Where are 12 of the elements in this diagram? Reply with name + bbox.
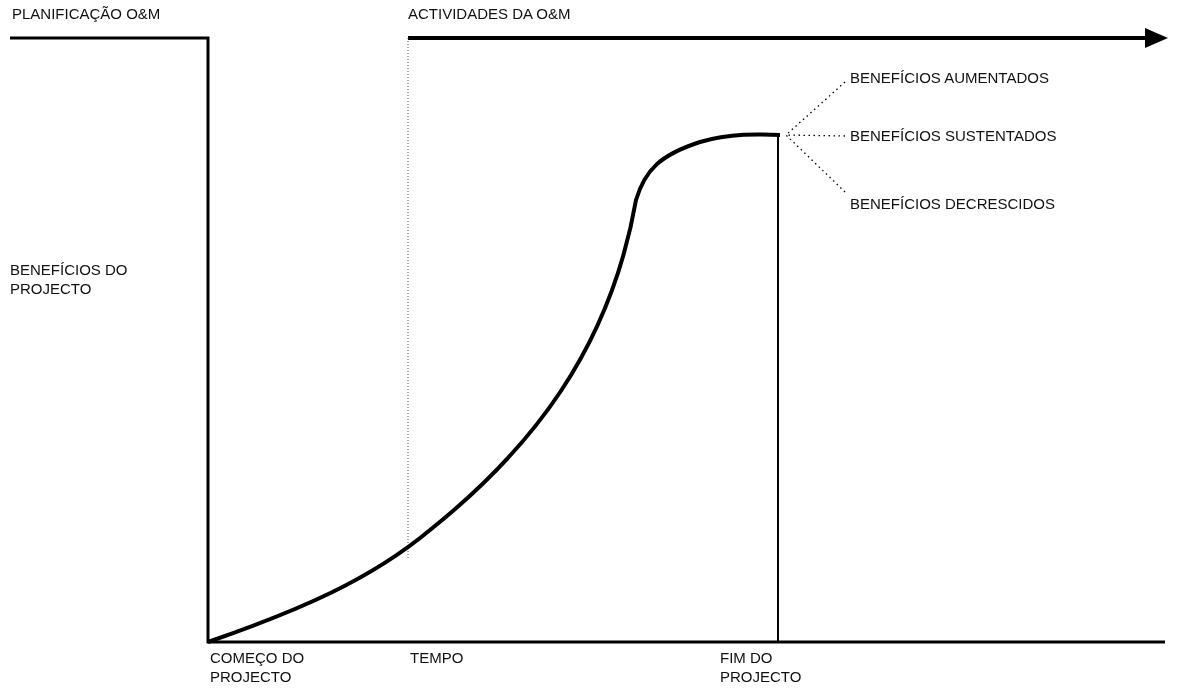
- leader-line: [785, 134, 846, 137]
- axis-label: TEMPO: [410, 648, 465, 667]
- leader-line: [785, 81, 846, 136]
- outcome-label: BENEFÍCIOS SUSTENTADOS: [850, 126, 1057, 145]
- leader-line: [785, 134, 846, 193]
- outcome-label: BENEFÍCIOS DECRESCIDOS: [850, 194, 1056, 213]
- phase-label: PLANIFICAÇÃO O&M: [12, 4, 162, 23]
- axis-label: COMEÇO DO PROJECTO: [210, 648, 306, 686]
- outcome-label: BENEFÍCIOS AUMENTADOS: [850, 68, 1049, 87]
- phase-label: ACTIVIDADES DA O&M: [408, 4, 572, 23]
- axis-label: FIM DO PROJECTO: [720, 648, 803, 686]
- axis-label: BENEFÍCIOS DO PROJECTO: [10, 260, 129, 298]
